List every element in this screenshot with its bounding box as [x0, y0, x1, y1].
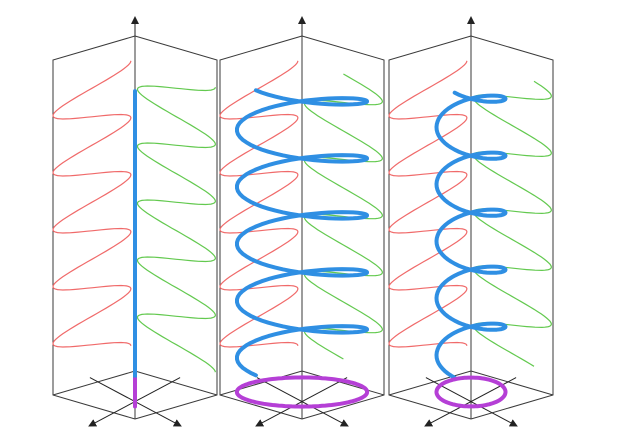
ey-component-wave — [136, 85, 217, 373]
ex-component-wave — [52, 60, 132, 348]
base-edge-left — [52, 370, 136, 396]
left-wall-edge — [219, 35, 303, 420]
panel-frame — [219, 35, 385, 420]
ey-component-wave — [303, 73, 384, 360]
total-field-wave — [235, 88, 369, 378]
left-wall-edge — [388, 35, 472, 420]
right-wall-edge — [301, 35, 385, 420]
polarization-trace — [434, 375, 508, 409]
base-edge-right — [134, 370, 218, 396]
panel-linear — [52, 16, 218, 427]
y-axis-arrow — [256, 377, 349, 427]
base-edge-left — [219, 370, 303, 396]
right-wall-edge — [470, 35, 554, 420]
panel-elliptical — [388, 16, 554, 427]
base-edge-right — [470, 370, 554, 396]
panel-frame — [388, 35, 554, 420]
panels-group — [52, 16, 554, 427]
ex-component-wave — [219, 60, 299, 348]
base-edge-right — [301, 370, 385, 396]
right-wall-edge — [134, 35, 218, 420]
polarization-trace — [234, 375, 370, 409]
panel-circular — [219, 16, 385, 427]
ex-component-wave — [388, 60, 468, 348]
base-edge-left — [388, 370, 472, 396]
total-field-wave — [434, 90, 508, 380]
left-wall-edge — [52, 35, 136, 420]
